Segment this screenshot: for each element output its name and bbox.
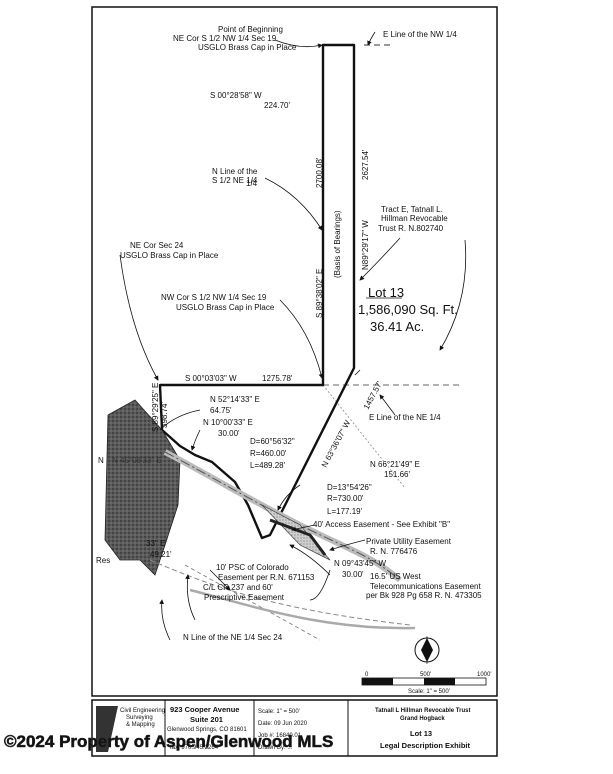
left-label: N [98, 456, 104, 465]
left-label: 33" E [146, 539, 165, 548]
tract-label: Trust R. N.802740 [378, 224, 444, 233]
bearing-label: S 00°03'03" W [185, 374, 237, 383]
firm-fax: fax: 970.945.2264 [170, 745, 219, 751]
curve-label: L=177.19' [327, 507, 363, 516]
title-block: Civil Engineering Surveying & Mapping 92… [91, 699, 498, 757]
call-label: 30.00' [218, 429, 240, 438]
distance-label: 224.70' [264, 101, 290, 110]
ne-cor-label: USGLO Brass Cap in Place [120, 251, 219, 260]
call-label: 64.75' [210, 406, 232, 415]
ne-cor-label: NE Cor Sec 24 [130, 241, 184, 250]
curve-label: L=489.28' [250, 461, 286, 470]
n-line-label: 1/4 [246, 179, 258, 188]
firm-address: 923 Cooper Avenue [170, 705, 239, 714]
lot-area-acres: 36.41 Ac. [370, 319, 424, 334]
call-label: 30.00' [342, 570, 364, 579]
utility-easement-label: R. N. 776476 [370, 547, 418, 556]
basis-bearing-label: S 89°38'02" E [315, 269, 324, 318]
plat-labels: Point of Beginning NE Cor S 1/2 NW 1/4 S… [96, 25, 482, 642]
lot-area-sqft: 1,586,090 Sq. Ft. [358, 302, 458, 317]
pob-label: Point of Beginning [218, 25, 283, 34]
nw-cor-label: USGLO Brass Cap in Place [176, 303, 275, 312]
basis-text-label: (Basis of Bearings) [333, 210, 342, 278]
n-line-label: N Line of the [212, 167, 258, 176]
call-label: 151.66' [384, 470, 410, 479]
n-line-ne-label: N Line of the NE 1/4 Sec 24 [183, 633, 283, 642]
scale-tick: 1000' [477, 672, 492, 678]
left-label: 49.21' [150, 550, 172, 559]
hatched-parcel [104, 399, 181, 576]
utility-easement-label: Private Utility Easement [366, 537, 452, 546]
owner-title: Tatnall L Hillman Revocable Trust [375, 708, 470, 714]
call-label: N 66°21'49" E [370, 460, 420, 469]
east-bearing-label: N89°29'17" W [361, 220, 370, 270]
pob-label: USGLO Brass Cap in Place [198, 43, 297, 52]
psc-easement-label: 10' PSC of Colorado [216, 563, 289, 572]
job-field: Job #: 16840.01 [258, 733, 302, 739]
n-line-label: S 1/2 NE 1/4 [212, 176, 258, 185]
scale-caption: Scale: 1" = 500' [408, 689, 450, 695]
north-arrow-icon [414, 636, 440, 664]
left-cut-label: N 45°08'33" E [112, 456, 162, 465]
date-field: Date: 09 Jun 2020 [258, 721, 308, 727]
scale-bar: 0 500' 1000' Scale: 1" = 500' [361, 672, 492, 695]
firm-logo: Civil Engineering Surveying & Mapping [96, 706, 165, 752]
telecom-easement-label: 16.5' US West [370, 572, 422, 581]
firm-address: Suite 201 [190, 715, 223, 724]
exhibit-title: Legal Description Exhibit [380, 741, 471, 750]
telecom-easement-label: Telecommunications Easement [370, 582, 481, 591]
telecom-easement-label: per Bk 928 Pg 658 R. N. 473305 [366, 591, 482, 600]
scale-tick: 0 [365, 672, 369, 678]
curve-label: D=13°54'26" [327, 483, 372, 492]
tract-label: Tract E, Tatnall L. [381, 205, 443, 214]
firm-line: Civil Engineering [120, 708, 165, 714]
pob-label: NE Cor S 1/2 NW 1/4 Sec 19 [173, 34, 277, 43]
nw-cor-label: NW Cor S 1/2 NW 1/4 Sec 19 [161, 293, 267, 302]
mls-watermark: ©2024 Property of Aspen/Glenwood MLS [4, 732, 333, 751]
leader-arrows [119, 31, 467, 641]
curve-label: R=460.00' [250, 449, 287, 458]
e-line-nw-label: E Line of the NW 1/4 [383, 30, 457, 39]
bearing-label: S 00°28'58" W [210, 91, 262, 100]
lot-title: Lot 13 [410, 729, 432, 738]
call-label: N 09°43'45" W [334, 559, 386, 568]
sheet-frame [91, 6, 498, 697]
curve-label: R=730.00' [327, 494, 364, 503]
county-road-easement [149, 449, 416, 630]
access-easement-label: 40' Access Easement - See Exhibit "B" [313, 520, 450, 529]
left-bearing-label: S 89°29'25" E [151, 383, 160, 432]
left-label: Res [96, 556, 110, 565]
firm-line: & Mapping [126, 722, 155, 728]
drawn-field: Drawn By: ... [258, 745, 293, 751]
diag-distance-label: 1457.57' [362, 379, 384, 411]
lot-number: Lot 13 [368, 285, 404, 300]
distance-label: 1275.78' [262, 374, 293, 383]
psc-easement-label: Easement per R.N. 671153 [218, 573, 315, 582]
firm-address: Glenwood Springs, CO 81601 [167, 727, 247, 733]
county-road-label: C/L CR 237 and 60' [203, 583, 273, 592]
county-road-label: Prescriptive Easement [204, 593, 285, 602]
east-distance-label: 2627.54' [361, 149, 370, 180]
place-title: Grand Hogback [400, 716, 445, 722]
curve-label: D=60°56'32" [250, 437, 295, 446]
call-label: N 52°14'33" E [210, 395, 260, 404]
scale-field: Scale: 1" = 500' [258, 709, 300, 715]
firm-line: Surveying [126, 715, 153, 721]
scale-tick: 500' [420, 672, 431, 678]
call-label: N 10°00'33" E [203, 418, 253, 427]
tract-label: Hillman Revocable [381, 214, 448, 223]
basis-distance-label: 2700.08' [315, 157, 324, 188]
e-line-ne-label: E Line of the NE 1/4 [369, 413, 441, 422]
left-distance-label: 398.74' [160, 402, 169, 428]
lot-13-boundary [158, 43, 356, 540]
